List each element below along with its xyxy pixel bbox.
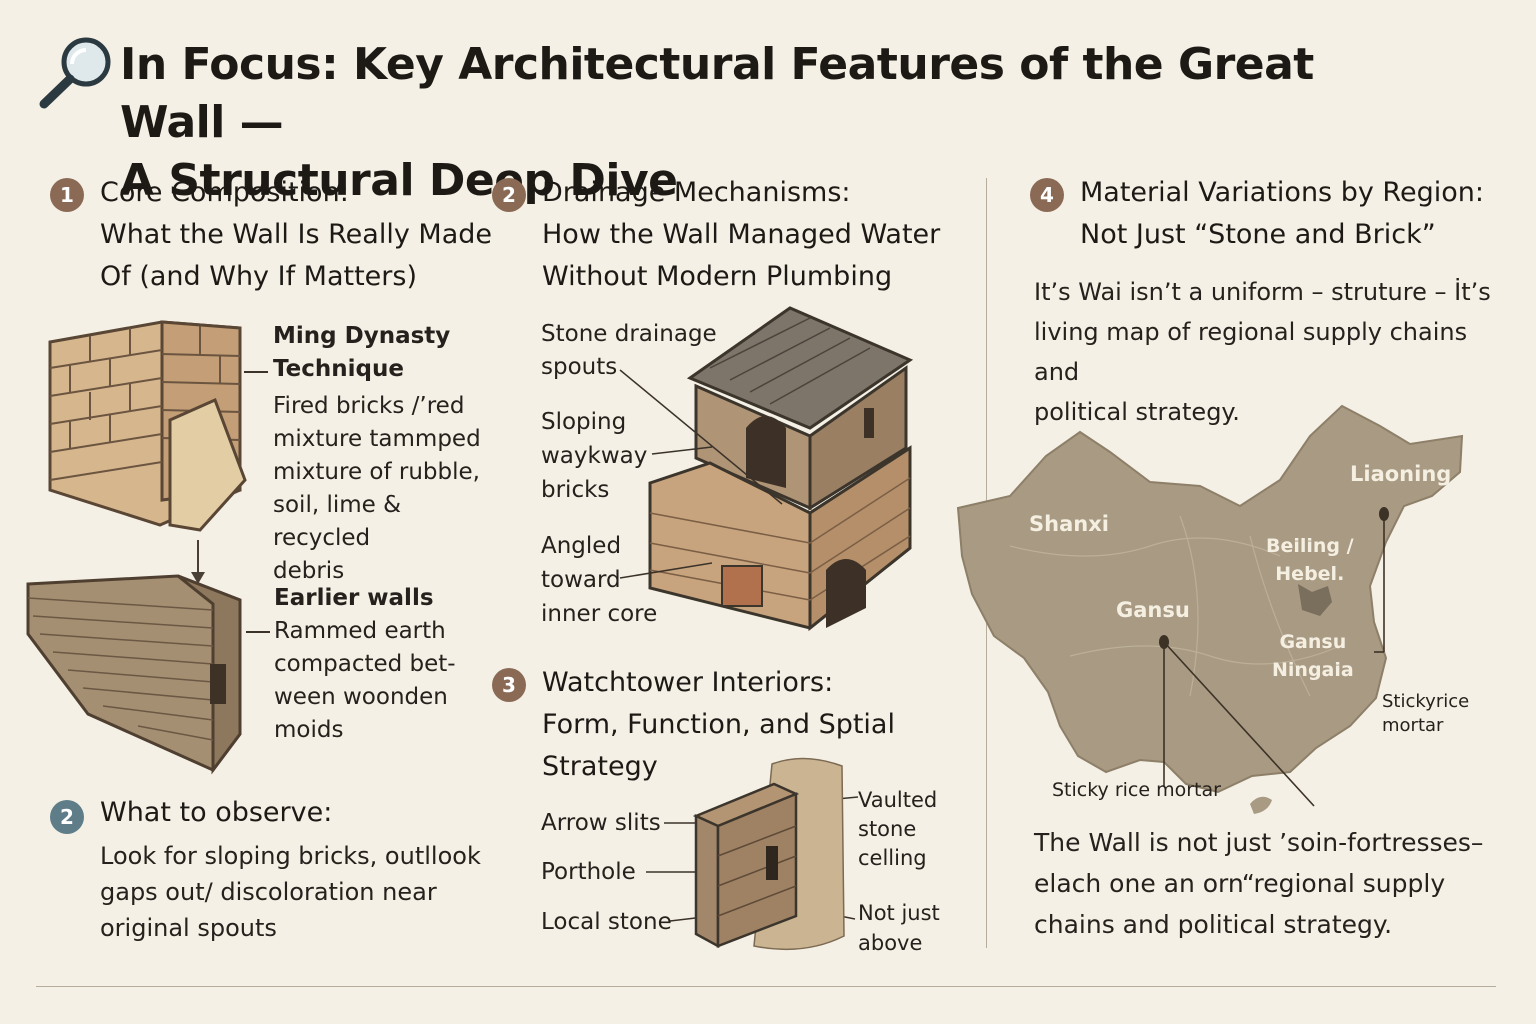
map-label-beiling-hebel: Beiling / Hebel. bbox=[1266, 535, 1354, 585]
observe-heading: What to observe: bbox=[100, 797, 333, 828]
section4-heading: Material Variations by Region: Not Just … bbox=[1080, 177, 1484, 250]
label-arrow-slits: Arrow slits bbox=[541, 810, 661, 836]
earlier-leader-line bbox=[246, 631, 270, 633]
watchtower-interior-illustration bbox=[692, 757, 845, 951]
label-stone-drainage-spouts: Stone drainage spouts bbox=[541, 321, 717, 380]
label-porthole: Porthole bbox=[541, 859, 636, 885]
section-badge-3: 3 bbox=[492, 668, 526, 702]
label-local-stone: Local stone bbox=[541, 909, 672, 935]
arrow-down-icon bbox=[191, 540, 205, 584]
section-badge-2: 2 bbox=[492, 178, 526, 212]
china-map bbox=[956, 404, 1464, 814]
label-not-just-above: Not just above bbox=[858, 901, 940, 955]
map-label-gansu-ningaia: Gansu Ningaia bbox=[1272, 631, 1354, 681]
section4-closing: The Wall is not just ’soin-fortresses– e… bbox=[1034, 828, 1484, 939]
fired-brick-block-illustration bbox=[48, 320, 247, 532]
magnifier-icon bbox=[39, 37, 111, 109]
map-label-stickyrice-mortar: Stickyrice mortar bbox=[1382, 691, 1470, 736]
section3-heading: Watchtower Interiors: Form, Function, an… bbox=[542, 667, 895, 782]
ming-dynasty-callout: Ming Dynasty Technique Fired bricks /’re… bbox=[273, 323, 481, 584]
section2-heading: Drainage Mechanisms: How the Wall Manage… bbox=[542, 177, 941, 292]
observe-text: Look for sloping bricks, outllook gaps o… bbox=[100, 842, 481, 942]
rammed-earth-wall-illustration bbox=[26, 574, 242, 775]
label-sloping-walkway: Sloping waykway bricks bbox=[541, 409, 648, 503]
earlier-walls-callout: Earlier walls Rammed earth compacted bet… bbox=[274, 585, 456, 743]
map-label-liaoning: Liaoning bbox=[1350, 462, 1452, 486]
section4-intro: It’s Wai isn’t a uniform – struture – İt… bbox=[1034, 278, 1491, 426]
section-badge-4: 4 bbox=[1030, 178, 1064, 212]
map-label-gansu: Gansu bbox=[1116, 598, 1190, 622]
page-title: In Focus: Key Architectural Features of … bbox=[120, 39, 1314, 206]
map-label-shanxi: Shanxi bbox=[1029, 512, 1109, 536]
map-label-sticky-rice-mortar: Sticky rice mortar bbox=[1052, 779, 1221, 801]
footer-divider bbox=[36, 986, 1496, 987]
label-vaulted-ceiling: Vaulted stone celling bbox=[858, 788, 938, 870]
ming-leader-line bbox=[244, 371, 268, 373]
label-angled-inner-core: Angled toward inner core bbox=[541, 533, 658, 627]
section-badge-1: 1 bbox=[50, 178, 84, 212]
section1-heading: Core Composition: What the Wall Is Reall… bbox=[100, 177, 492, 292]
section-badge-observe: 2 bbox=[50, 800, 84, 834]
watchtower-drainage-illustration bbox=[648, 306, 914, 632]
